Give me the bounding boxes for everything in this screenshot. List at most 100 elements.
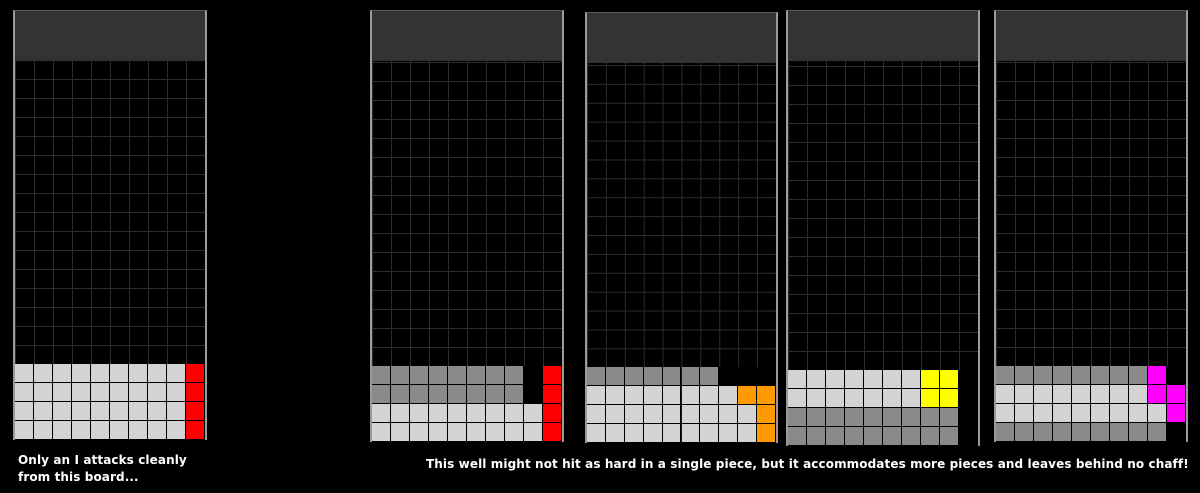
- orange-block: [757, 405, 776, 425]
- garbage-block: [1129, 404, 1148, 423]
- garbage-block: [448, 366, 467, 385]
- garbage-block: [788, 427, 807, 446]
- garbage-block: [864, 408, 883, 427]
- garbage-block: [410, 423, 429, 442]
- garbage-block: [1110, 366, 1129, 385]
- garbage-block: [826, 427, 845, 446]
- garbage-block: [719, 386, 739, 406]
- board-header: [788, 11, 978, 61]
- garbage-block: [467, 385, 486, 404]
- garbage-block: [788, 370, 807, 389]
- garbage-block: [662, 367, 682, 387]
- magenta-block: [1167, 385, 1186, 404]
- garbage-block: [864, 370, 883, 389]
- empty-cell: [524, 385, 543, 404]
- garbage-block: [826, 370, 845, 389]
- board-header: [372, 11, 562, 61]
- garbage-block: [738, 405, 758, 425]
- garbage-block: [845, 389, 864, 408]
- garbage-block: [1129, 385, 1148, 404]
- garbage-block: [883, 370, 902, 389]
- garbage-block: [148, 364, 167, 383]
- garbage-block: [1015, 423, 1034, 442]
- garbage-block: [1091, 385, 1110, 404]
- garbage-block: [902, 427, 921, 446]
- garbage-block: [662, 405, 682, 425]
- garbage-block: [129, 402, 148, 421]
- garbage-block: [448, 404, 467, 423]
- garbage-block: [53, 421, 72, 440]
- garbage-block: [129, 383, 148, 402]
- garbage-block: [643, 424, 663, 443]
- garbage-block: [864, 389, 883, 408]
- garbage-block: [15, 383, 34, 402]
- garbage-block: [486, 423, 505, 442]
- garbage-block: [467, 423, 486, 442]
- garbage-block: [1015, 404, 1034, 423]
- garbage-block: [148, 421, 167, 440]
- garbage-block: [91, 402, 110, 421]
- garbage-block: [587, 367, 606, 387]
- garbage-block: [1091, 404, 1110, 423]
- garbage-block: [1091, 423, 1110, 442]
- garbage-block: [624, 424, 644, 443]
- garbage-block: [807, 370, 826, 389]
- red-block: [186, 364, 205, 383]
- garbage-block: [719, 405, 739, 425]
- yellow-block: [940, 389, 959, 408]
- garbage-block: [505, 366, 524, 385]
- garbage-block: [72, 364, 91, 383]
- garbage-block: [940, 427, 959, 446]
- garbage-block: [429, 404, 448, 423]
- garbage-block: [429, 366, 448, 385]
- garbage-block: [883, 427, 902, 446]
- garbage-block: [587, 405, 606, 425]
- garbage-block: [91, 383, 110, 402]
- garbage-block: [467, 404, 486, 423]
- empty-cell: [757, 367, 776, 387]
- garbage-block: [486, 385, 505, 404]
- board-3: [585, 12, 778, 443]
- garbage-block: [624, 386, 644, 406]
- garbage-block: [524, 423, 543, 442]
- garbage-block: [1072, 366, 1091, 385]
- garbage-block: [1015, 385, 1034, 404]
- garbage-block: [681, 405, 701, 425]
- garbage-block: [110, 402, 129, 421]
- garbage-block: [372, 423, 391, 442]
- garbage-block: [996, 423, 1015, 442]
- garbage-block: [1148, 404, 1167, 423]
- garbage-block: [391, 385, 410, 404]
- empty-cell: [959, 389, 978, 408]
- garbage-block: [34, 364, 53, 383]
- garbage-block: [91, 364, 110, 383]
- garbage-block: [53, 402, 72, 421]
- red-block: [186, 383, 205, 402]
- garbage-block: [410, 366, 429, 385]
- garbage-block: [34, 383, 53, 402]
- garbage-block: [372, 385, 391, 404]
- garbage-block: [1053, 366, 1072, 385]
- garbage-block: [148, 402, 167, 421]
- garbage-block: [587, 386, 606, 406]
- garbage-block: [410, 385, 429, 404]
- garbage-block: [845, 427, 864, 446]
- magenta-block: [1167, 404, 1186, 423]
- garbage-block: [129, 421, 148, 440]
- garbage-block: [129, 364, 148, 383]
- garbage-block: [505, 385, 524, 404]
- garbage-block: [996, 404, 1015, 423]
- garbage-block: [1034, 366, 1053, 385]
- red-block: [186, 402, 205, 421]
- red-block: [543, 366, 562, 385]
- garbage-block: [807, 427, 826, 446]
- garbage-block: [167, 421, 186, 440]
- garbage-block: [681, 386, 701, 406]
- garbage-block: [807, 408, 826, 427]
- garbage-block: [921, 408, 940, 427]
- garbage-block: [167, 402, 186, 421]
- garbage-block: [372, 404, 391, 423]
- garbage-block: [1034, 404, 1053, 423]
- garbage-block: [902, 370, 921, 389]
- garbage-block: [662, 424, 682, 443]
